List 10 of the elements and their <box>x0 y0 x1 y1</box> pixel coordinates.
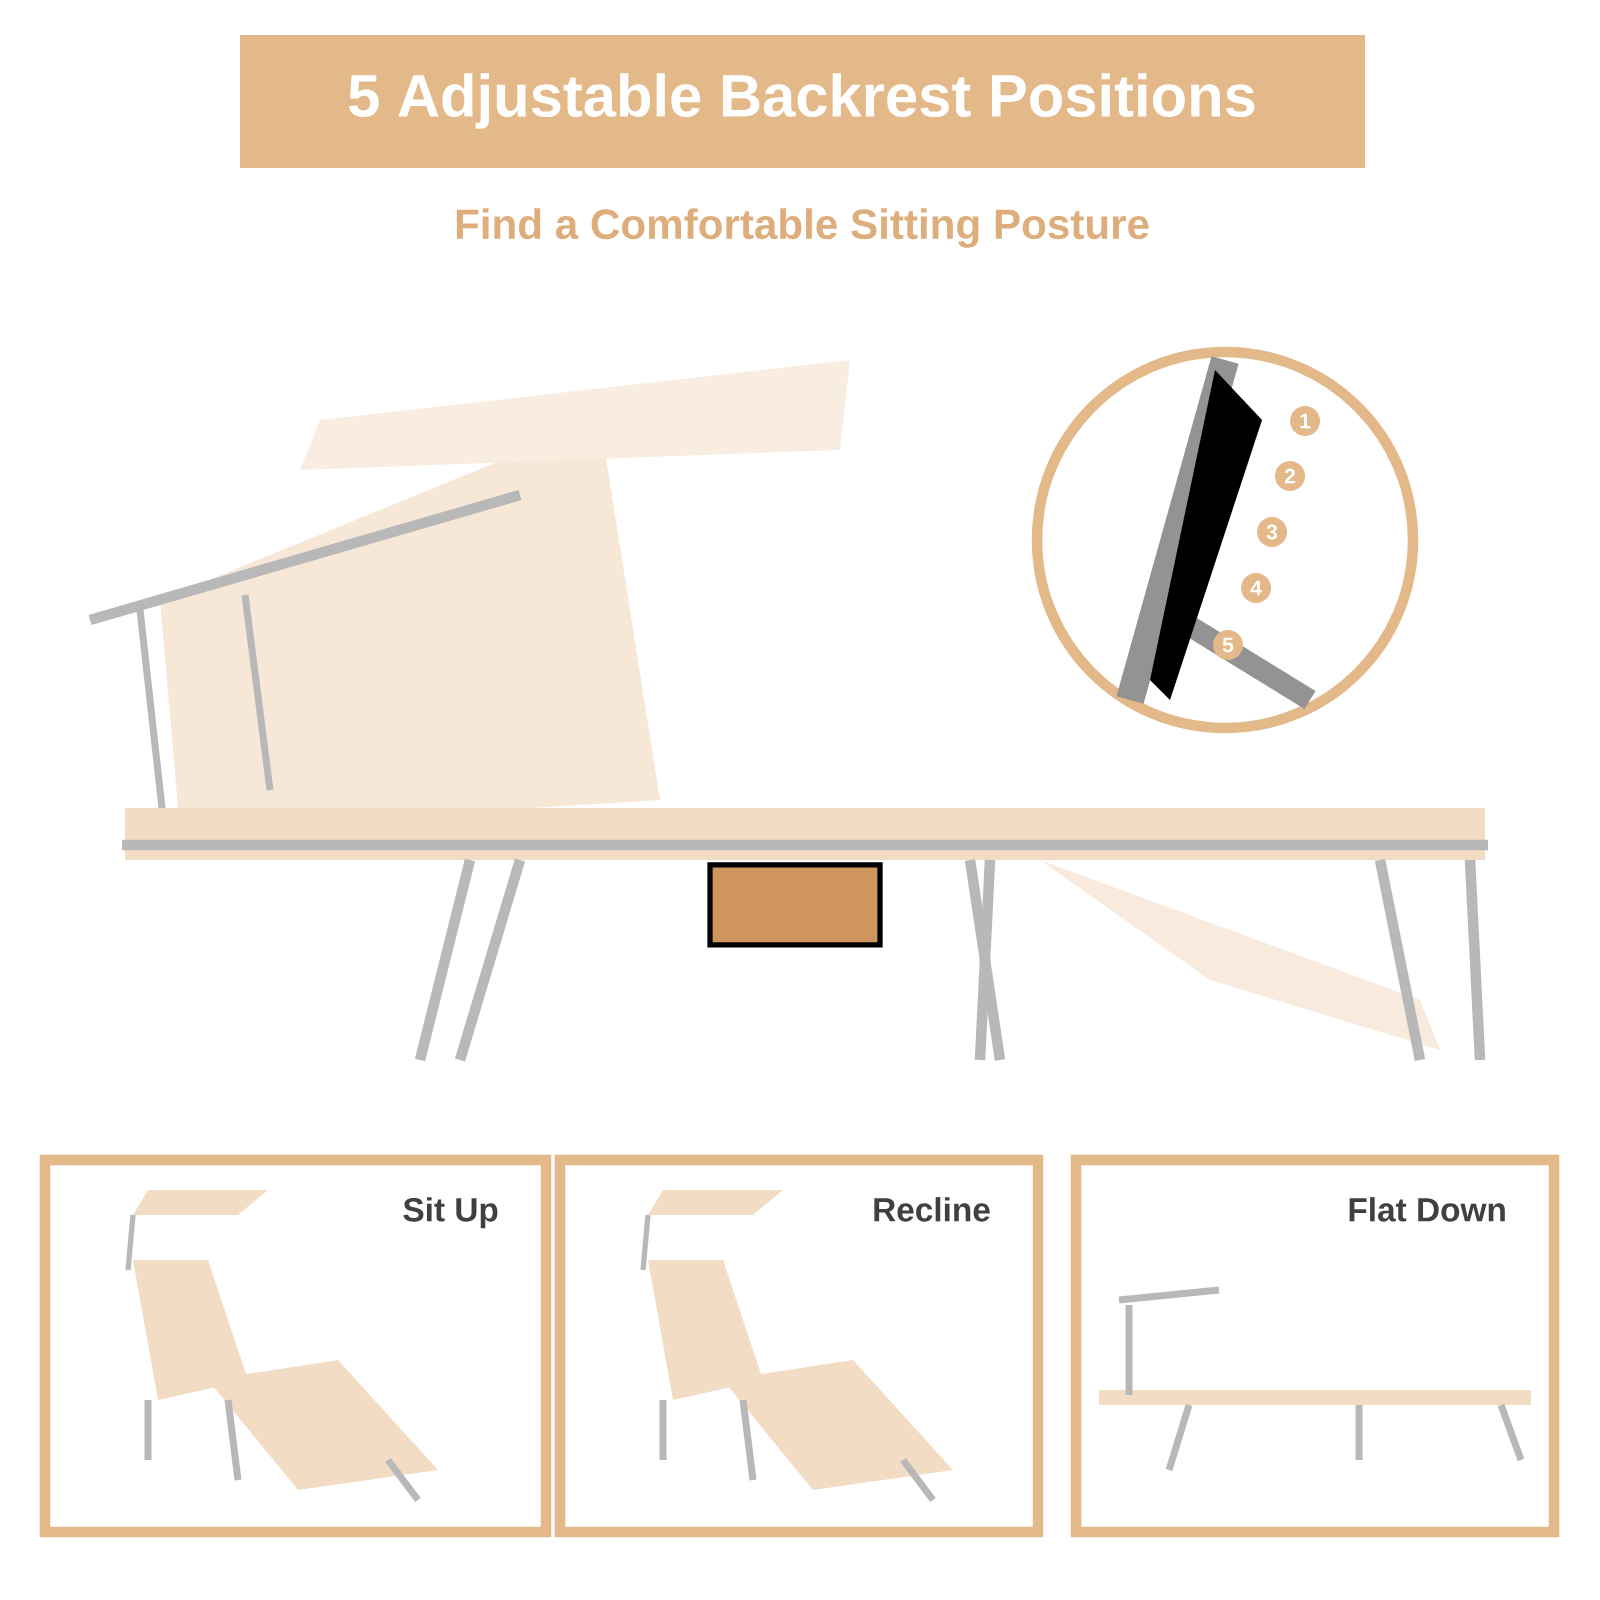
callout-number: 3 <box>1257 516 1288 547</box>
panel: Flat Down <box>1070 1154 1560 1538</box>
callout-number: 4 <box>1241 573 1272 603</box>
callout-number: 1 <box>1290 405 1321 436</box>
panel: Recline <box>554 1154 1044 1538</box>
label: Find a Comfortable Sitting Posture <box>456 208 1149 248</box>
panel: Sit Up <box>39 1154 552 1538</box>
callout-number: 2 <box>1275 460 1306 491</box>
title-banner: 5 Adjustable Backrest Positions <box>240 34 1366 168</box>
callout-number: 5 <box>1213 629 1244 660</box>
